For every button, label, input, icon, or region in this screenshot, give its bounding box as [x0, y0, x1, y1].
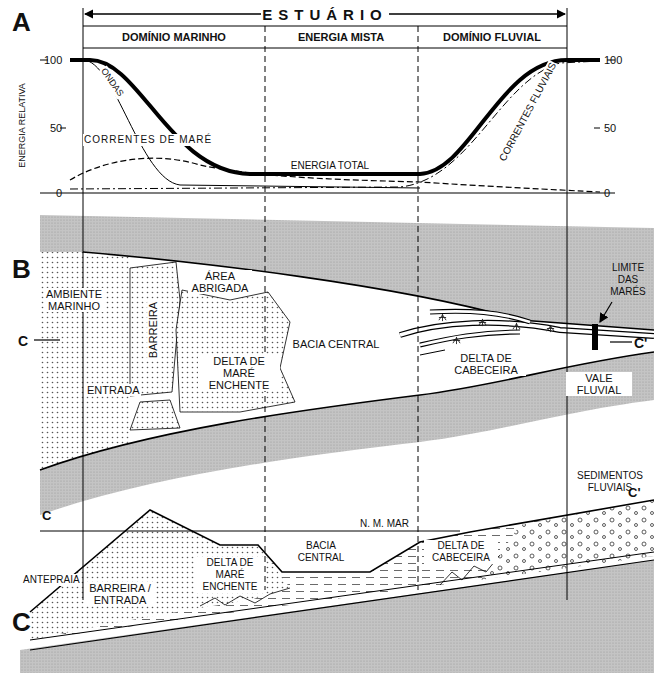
- zone-label: BACIA CENTRAL: [290, 540, 352, 564]
- zone-label: ENTRADA: [86, 384, 141, 396]
- curve-label: ENERGIA TOTAL: [290, 160, 370, 172]
- zone-label: DELTA DE CABECEIRA: [446, 352, 526, 376]
- sea-level-label: N. M. MAR: [360, 518, 409, 530]
- panel-letter: C: [12, 608, 31, 636]
- zone-label: DELTA DE MARÉ ENCHENTE: [196, 557, 264, 593]
- axis-title: ENERGIA RELATIVA: [17, 83, 28, 168]
- zone-label: ANTEPRAIA: [22, 574, 81, 586]
- callout-label: LIMITE DAS MARÉS: [604, 262, 652, 298]
- diagram-title: ESTUÁRIO: [261, 6, 389, 23]
- axis-tick: 50: [50, 122, 62, 134]
- curve-label: ONDAS: [98, 65, 127, 99]
- axis-tick: 100: [604, 54, 622, 66]
- zone-label: DELTA DE CABECEIRA: [424, 540, 498, 564]
- panel-letter: A: [12, 8, 31, 36]
- domain-header: DOMÍNIO MARINHO: [122, 31, 226, 43]
- axis-tick: 50: [604, 122, 616, 134]
- section-mark: C: [42, 508, 51, 523]
- panel-letter: B: [12, 255, 31, 283]
- zone-label: VALE FLUVIAL: [566, 372, 632, 396]
- zone-label: BACIA CENTRAL: [292, 338, 381, 350]
- zone-label: DELTA DE MARÉ ENCHENTE: [198, 355, 280, 391]
- curve-label: CORRENTES DE MARÉ: [83, 134, 213, 146]
- section-mark: C: [18, 333, 28, 349]
- axis-tick: 100: [44, 54, 62, 66]
- zone-label: AMBIENTE MARINHO: [44, 288, 104, 312]
- zone-label: SEDIMENTOS FLUVIAIS: [572, 470, 648, 494]
- axis-tick: 0: [56, 187, 62, 199]
- axis-tick: 0: [604, 187, 610, 199]
- zone-label: BARREIRA / ENTRADA: [84, 582, 156, 606]
- zone-label: BARREIRA: [147, 301, 159, 359]
- section-mark: C': [634, 335, 647, 351]
- domain-header: ENERGIA MISTA: [298, 31, 384, 43]
- domain-header: DOMÍNIO FLUVIAL: [443, 31, 541, 43]
- zone-label: ÁREA ABRIGADA: [188, 270, 252, 294]
